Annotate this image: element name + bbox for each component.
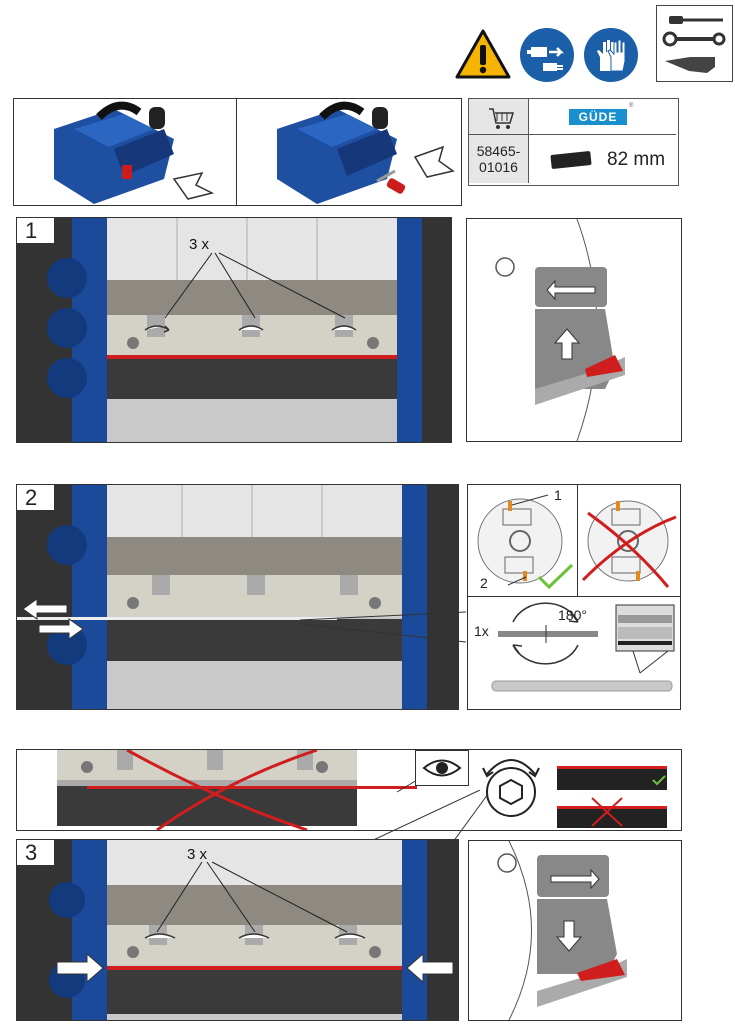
step-number: 3	[17, 840, 55, 866]
step2-wrong-orientation	[577, 484, 681, 598]
quantity-label: 3 x	[189, 236, 210, 253]
brand-logo: GÜDE	[569, 109, 627, 125]
eye-icon	[415, 750, 469, 786]
tools-icon	[656, 5, 733, 82]
step3-wrong-alignment	[16, 749, 682, 831]
check-icon	[536, 563, 574, 591]
article-number: 58465- 01016	[476, 143, 521, 175]
cross-icon	[581, 515, 677, 582]
planer-image	[237, 99, 461, 205]
hex-wrench-icon	[473, 750, 551, 830]
count-label: 1x	[474, 623, 489, 639]
callout-number: 2	[480, 575, 488, 591]
step1-main-image: 1 3 x	[16, 217, 452, 443]
step3-main-image: 3 3 x	[16, 839, 459, 1021]
step2-correct-orientation: 1 2	[467, 484, 579, 598]
step2-flip-blade: 1x 180°	[467, 596, 681, 710]
step-number: 1	[17, 218, 55, 244]
step1-detail-image	[466, 218, 682, 442]
unplug-icon	[519, 27, 575, 83]
planer-image	[14, 99, 236, 205]
spare-part-table: GÜDE ® 58465- 01016 82 mm	[468, 98, 679, 186]
step-number: 2	[17, 485, 55, 511]
check-icon	[652, 775, 666, 786]
cart-icon	[469, 99, 529, 135]
warning-icon	[455, 28, 511, 80]
blade-icon	[550, 150, 592, 170]
plane-release-panel	[13, 98, 462, 206]
quantity-label: 3 x	[187, 846, 208, 863]
callout-number: 1	[554, 487, 562, 503]
step3-detail-image	[468, 840, 682, 1021]
rotation-label: 180°	[558, 607, 587, 623]
gloves-icon	[583, 27, 639, 83]
blade-length: 82 mm	[607, 149, 666, 170]
step2-main-image: 2	[16, 484, 459, 710]
